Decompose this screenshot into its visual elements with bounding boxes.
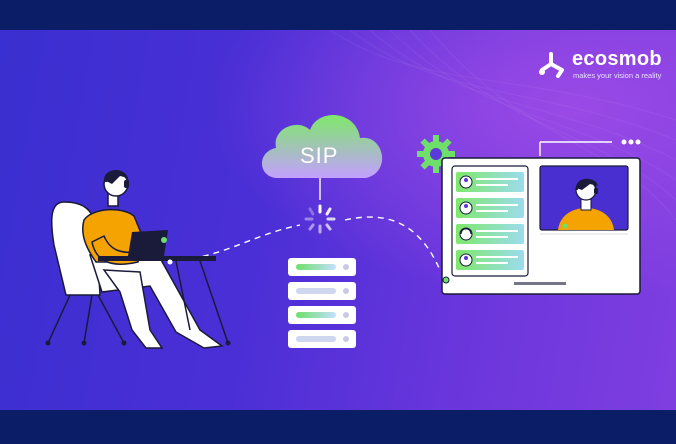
server-unit	[288, 282, 356, 300]
user-avatar-icon	[464, 256, 468, 260]
brand-logo: ecosmob makes your vision a reality	[538, 48, 668, 82]
more-options-icon	[621, 139, 641, 145]
cloud-icon	[261, 115, 383, 178]
server-rack-icon	[288, 258, 356, 348]
participant-row	[456, 224, 524, 244]
brand-name: ecosmob	[572, 48, 662, 70]
server-unit	[288, 306, 356, 324]
user-avatar-icon	[464, 204, 468, 208]
laptop-icon	[128, 230, 168, 256]
remote-agent	[558, 178, 614, 230]
participant-row	[456, 198, 524, 218]
video-conference-window	[441, 139, 641, 295]
agent-at-laptop	[45, 169, 231, 349]
scene-graphic: SIP	[45, 30, 676, 349]
user-avatar-icon	[464, 178, 468, 182]
bottom-band	[0, 410, 676, 444]
ecosmob-logo-icon	[539, 52, 564, 78]
headset-agent-icon	[460, 228, 472, 235]
participant-row	[456, 172, 524, 192]
brand-tagline: makes your vision a reality	[573, 71, 662, 80]
top-band	[0, 0, 676, 30]
server-unit	[288, 330, 356, 348]
headset-agent-icon	[576, 180, 597, 191]
hero-illustration: ecosmob makes your vision a reality	[0, 30, 676, 410]
headset-agent-icon	[105, 172, 129, 188]
server-unit	[288, 258, 356, 276]
participant-row	[456, 250, 524, 270]
loading-spinner-icon	[304, 204, 336, 234]
cloud-label: SIP	[300, 143, 338, 168]
participant-list	[456, 172, 524, 270]
